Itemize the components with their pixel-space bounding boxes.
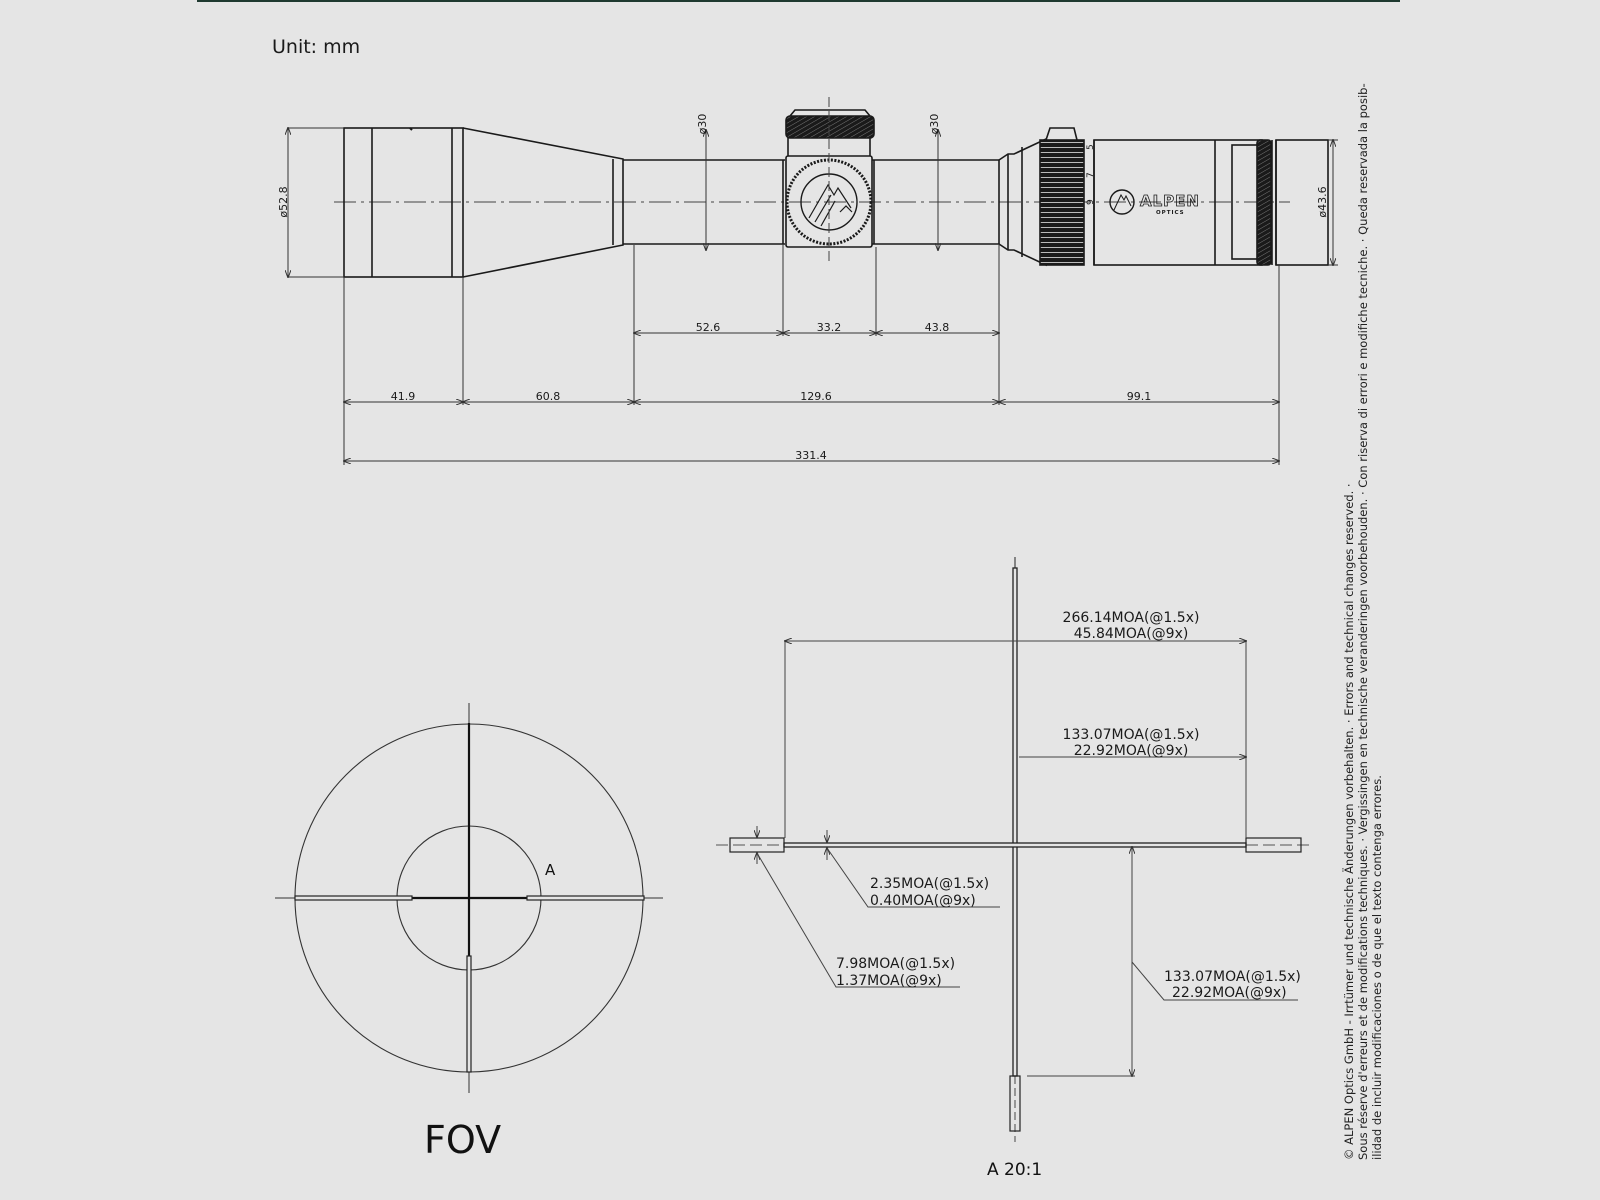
disclaimer-line: Sous réserve d'erreurs et de modificatio…	[1356, 83, 1370, 1160]
dim-eyepiece-diameter: ø43.6	[1316, 186, 1329, 217]
length-dimensions	[344, 333, 1279, 461]
dim-overall-length: 331.4	[795, 449, 827, 462]
dim-objective-bell: 41.9	[391, 390, 416, 403]
extension-lines	[343, 244, 1280, 465]
dim-objective-diameter: ø52.8	[277, 186, 290, 217]
top-rule	[197, 0, 1400, 2]
scope-side-view: 5 7 9	[334, 97, 1329, 278]
dim-tube-front-diameter: ø30	[696, 114, 709, 135]
moa-half-span-high: 22.92MOA(@9x)	[1074, 743, 1189, 759]
disclaimer-line: ilidad de incluir modificaciones o de qu…	[1370, 775, 1384, 1160]
brand-name: ALPEN	[1140, 192, 1200, 210]
dim-eyepiece-section: 99.1	[1127, 390, 1152, 403]
dim-tube-rear-diameter: ø30	[928, 114, 941, 135]
moa-thick-post-high: 1.37MOA(@9x)	[836, 973, 942, 989]
disclaimer: © ALPEN Optics GmbH - Irrtümer und techn…	[1342, 35, 1384, 1160]
power-mark-7: 7	[1086, 172, 1096, 178]
moa-post-span-high: 45.84MOA(@9x)	[1074, 626, 1189, 642]
detail-marker-a: A	[545, 861, 556, 879]
fov-title: FOV	[424, 1118, 502, 1162]
moa-thin-line-low: 2.35MOA(@1.5x)	[870, 876, 989, 892]
fov-reticle	[275, 703, 663, 1093]
unit-label: Unit: mm	[272, 36, 361, 58]
dim-turret: 33.2	[817, 321, 842, 334]
detail-a-title: A 20:1	[987, 1160, 1043, 1180]
dim-rear-tube: 43.8	[925, 321, 950, 334]
dim-tube-section: 129.6	[800, 390, 832, 403]
moa-half-span-low: 133.07MOA(@1.5x)	[1063, 727, 1200, 743]
diameter-dimensions	[288, 128, 1338, 277]
dim-front-tube: 52.6	[696, 321, 721, 334]
moa-post-span-low: 266.14MOA(@1.5x)	[1063, 610, 1200, 626]
brand-sub: OPTICS	[1156, 210, 1185, 216]
moa-vertical-half-low: 133.07MOA(@1.5x)	[1164, 969, 1301, 985]
power-mark-5: 5	[1086, 144, 1096, 150]
disclaimer-line: © ALPEN Optics GmbH - Irrtümer und techn…	[1342, 483, 1356, 1160]
moa-thick-post-low: 7.98MOA(@1.5x)	[836, 956, 955, 972]
moa-thin-line-high: 0.40MOA(@9x)	[870, 893, 976, 909]
power-mark-9: 9	[1086, 199, 1096, 205]
detail-reticle	[716, 557, 1314, 1142]
dim-objective-taper: 60.8	[536, 390, 561, 403]
moa-vertical-half-high: 22.92MOA(@9x)	[1172, 985, 1287, 1001]
